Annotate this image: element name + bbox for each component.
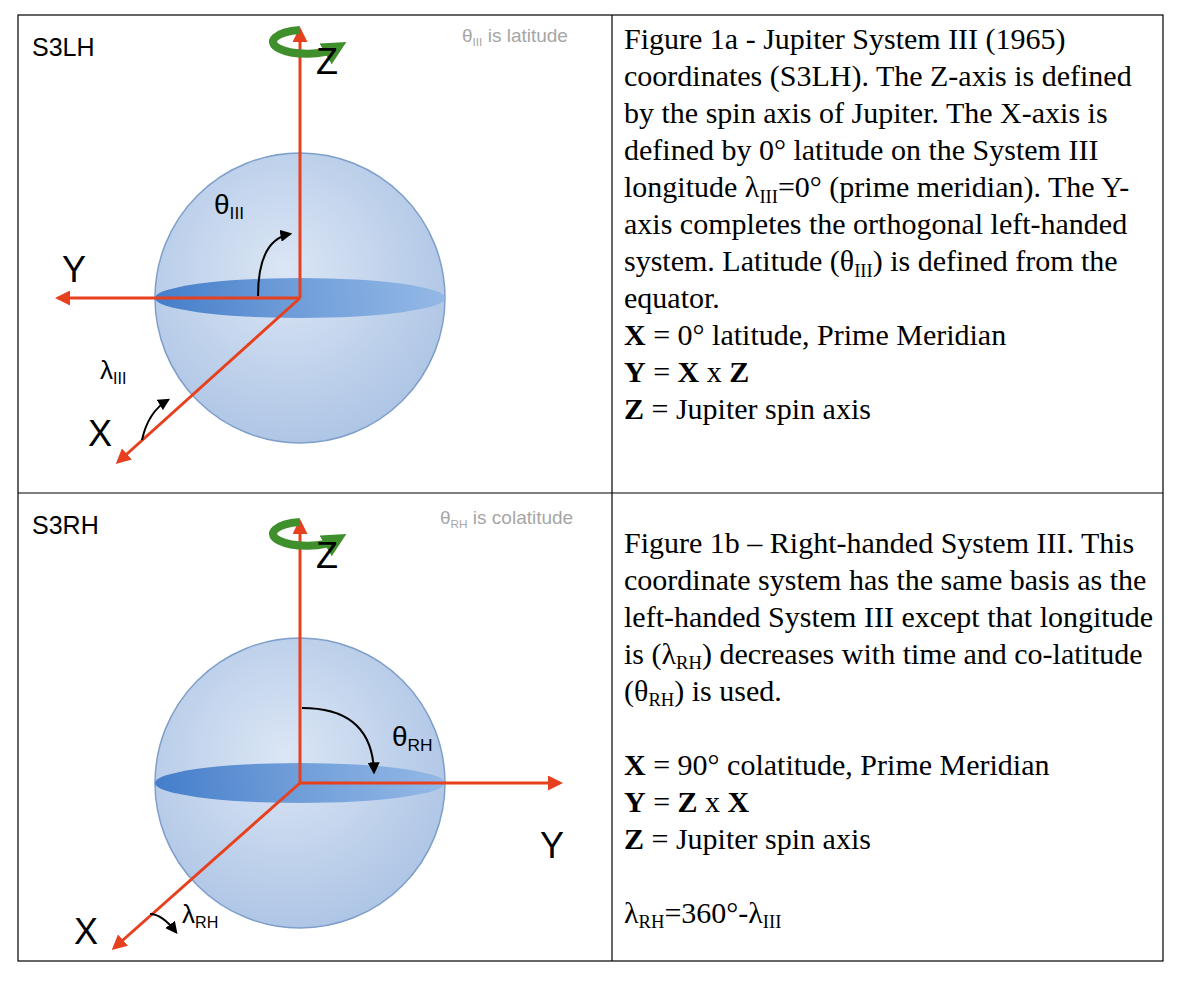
axis-definition: Z = Jupiter spin axis [624,390,1158,427]
angle-label: θRH [392,722,433,753]
angle-label: θIII [214,190,244,221]
axes-lh [58,30,300,462]
angle-label: λIII [100,356,126,385]
axis-label: X [88,414,112,454]
angle-arrows-lh [142,234,290,440]
longitude-relation: λRH=360°-λIII [624,894,1158,931]
axes-rh [114,522,560,948]
axis-definition: Y = Z x X [624,783,1158,820]
axis-label: Y [62,250,86,290]
table-grid [18,15,1163,961]
angle-note: θRH is colatitude [440,508,573,529]
axis-label: Z [316,42,338,82]
angle-label: λRH [182,900,218,929]
caption-cell: Figure 1a - Jupiter System III (1965) co… [624,20,1158,427]
caption-cell: Figure 1b – Right-handed System III. Thi… [624,494,1158,960]
angle-arrows-rh [150,708,374,932]
axis-label: X [74,912,98,952]
system-tag: S3RH [32,512,99,540]
axis-label: Y [540,826,564,866]
axis-definition: Y = X x Z [624,353,1158,390]
axis-definition: X = 0° latitude, Prime Meridian [624,316,1158,353]
axis-label: Z [316,536,338,576]
angle-note: θIII is latitude [462,26,568,47]
system-tag: S3LH [32,34,95,62]
axis-definition: Z = Jupiter spin axis [624,820,1158,857]
axis-definition: X = 90° colatitude, Prime Meridian [624,746,1158,783]
figure-caption: Figure 1b – Right-handed System III. Thi… [624,524,1158,709]
figure-caption: Figure 1a - Jupiter System III (1965) co… [624,20,1158,316]
